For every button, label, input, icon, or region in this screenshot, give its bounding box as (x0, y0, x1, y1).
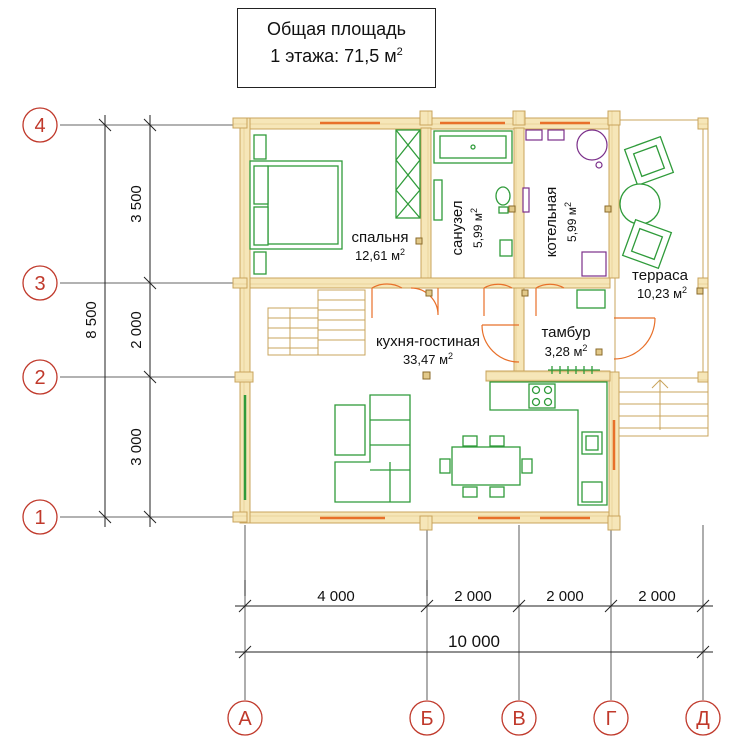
fridge-icon (581, 481, 603, 503)
markers (415, 205, 704, 380)
area-title-line1: Общая площадь (266, 19, 407, 39)
axis-label-4: 4 (34, 115, 45, 137)
corner-sofa-icon (334, 394, 411, 503)
dim-h-total: 10 000 (448, 632, 500, 651)
sink-icon (499, 239, 513, 257)
dim-h-2000-b: 2 000 (546, 588, 584, 605)
room-boiler-area: 5,99 м2 (563, 202, 579, 242)
room-bedroom-area: 12,61 м2 (355, 247, 405, 263)
axis-label-a: А (238, 708, 252, 730)
area-title-text: 1 этажа: 71,5 м (270, 46, 397, 66)
doors (371, 283, 656, 363)
room-kitchen-name: кухня-гостиная (376, 333, 480, 350)
room-boiler-name: котельная (543, 187, 560, 258)
round-table-icon (619, 183, 661, 225)
axis-label-2: 2 (34, 367, 45, 389)
axis-bubbles (22, 107, 721, 736)
wall-bed-bath (420, 127, 432, 279)
kitchen-unit (489, 381, 608, 506)
dim-v-2000: 2 000 (128, 311, 145, 349)
wall-east-upper (608, 117, 620, 279)
room-bathroom-area: 5,99 м2 (469, 208, 485, 248)
dim-v-3000: 3 000 (128, 428, 145, 466)
toilet-icon (495, 186, 511, 206)
area-title-sup: 2 (396, 46, 403, 58)
dim-h-4000: 4 000 (317, 588, 355, 605)
axis-label-v: В (512, 708, 525, 730)
vertical-dimensions (98, 115, 157, 527)
boiler-icon (581, 251, 607, 277)
axis-label-b: Б (420, 708, 433, 730)
room-vestibule-name: тамбур (541, 324, 590, 341)
dim-v-3500: 3 500 (128, 185, 145, 223)
room-kitchen-area: 33,47 м2 (403, 351, 453, 367)
axis-label-g: Г (606, 708, 617, 730)
wall-stub-2 (234, 371, 254, 383)
horizontal-dimensions (235, 580, 713, 659)
nightstand-bottom (253, 251, 267, 275)
bedroom-furniture (249, 129, 421, 275)
boiler-fixtures (522, 129, 608, 277)
wall-vestibule-south (485, 370, 611, 382)
room-terrace-name: терраса (632, 267, 689, 284)
towel-rail-icon (433, 179, 443, 221)
dim-h-2000-c: 2 000 (638, 588, 676, 605)
terrace-step-arrow (651, 379, 669, 430)
axis-label-1: 1 (34, 507, 45, 529)
room-labels: спальня 12,61 м2 санузел 5,99 м2 котельн… (352, 187, 689, 367)
vestibule-rack (548, 289, 606, 374)
room-bedroom-name: спальня (352, 229, 409, 246)
room-vestibule-area: 3,28 м2 (545, 343, 588, 359)
area-title-box: Общая площадь 1 этажа: 71,5 м2 (237, 8, 436, 88)
walls (232, 110, 709, 531)
living-furniture (334, 394, 533, 503)
room-bathroom-name: санузел (449, 201, 466, 256)
wall-axis-3 (249, 277, 611, 289)
bathroom-fixtures (433, 130, 513, 257)
axis-label-3: 3 (34, 273, 45, 295)
area-title-line2: 1 этажа: 71,5 м2 (238, 46, 435, 67)
dining-table-icon (451, 446, 521, 486)
windows (243, 121, 616, 520)
nightstand-top (253, 134, 267, 160)
coffee-table-icon (334, 404, 366, 456)
dim-h-2000-a: 2 000 (454, 588, 492, 605)
staircase (267, 289, 366, 356)
boiler-tank-icon (576, 129, 608, 161)
dim-v-total: 8 500 (83, 301, 100, 339)
room-terrace-area: 10,23 м2 (637, 285, 687, 301)
wall-vestibule-west (513, 287, 525, 375)
axis-label-d: Д (696, 708, 710, 730)
terrace-furniture (619, 135, 675, 270)
